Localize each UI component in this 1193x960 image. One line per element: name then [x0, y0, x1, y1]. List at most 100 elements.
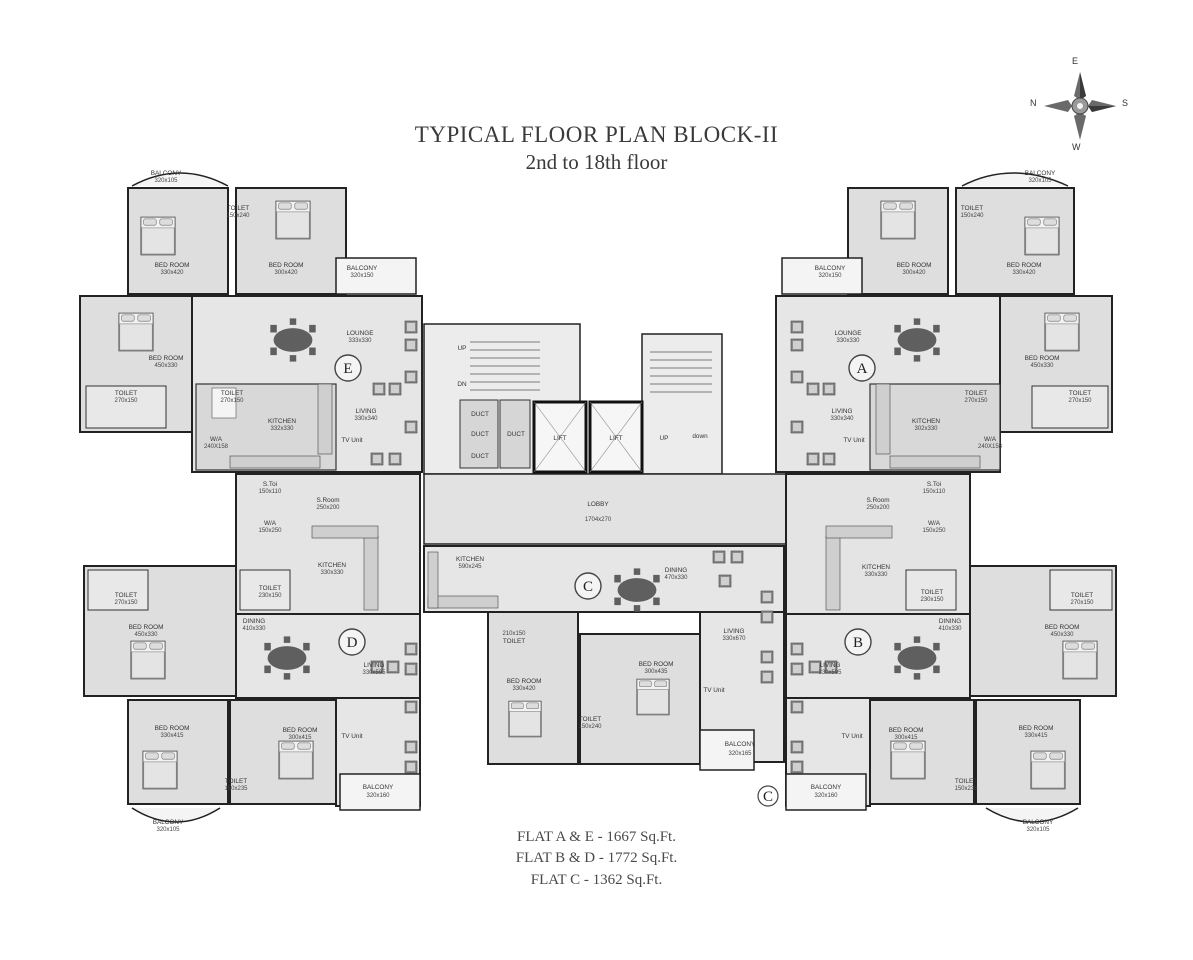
toilet-dim: 150x235	[224, 786, 248, 792]
living-label: LIVING	[364, 662, 385, 669]
bed-room-dim: 300x415	[894, 735, 918, 741]
flat-e-plan	[79, 172, 423, 473]
tv-unit-label: TV Unit	[843, 437, 865, 444]
stair-down-label: down	[692, 433, 708, 440]
bed-room-label: BED ROOM	[1019, 725, 1054, 732]
bed-room-dim: 330x415	[1024, 733, 1048, 739]
bed-room-dim: 300x435	[644, 669, 668, 675]
balcony-dim: 320x150	[350, 273, 374, 279]
bed-room-dim: 300x420	[902, 270, 926, 276]
bed-room-label: BED ROOM	[155, 725, 190, 732]
toilet-dim: 270x150	[964, 398, 988, 404]
flat-a-letter: A	[857, 361, 868, 377]
stair-up-label: UP	[458, 345, 467, 352]
stair-down-label: DN	[457, 381, 467, 388]
flat-e-room-labels: BALCONY 320x105 TOILET 150x240 BED ROOM …	[114, 170, 378, 450]
balcony-dim: 320x105	[1026, 827, 1050, 833]
s-room-dim: 250x200	[866, 505, 890, 511]
wa-label: W/A	[210, 436, 223, 443]
toilet-dim: 270x150	[1070, 600, 1094, 606]
flat-b-letter: B	[853, 635, 863, 651]
bed-room-label: BED ROOM	[639, 661, 674, 668]
s-toilet-dim: 150x110	[259, 489, 282, 495]
wa-dim: 240X158	[978, 444, 1003, 450]
balcony-dim: 320x105	[156, 827, 180, 833]
balcony-dim: 320x150	[818, 273, 842, 279]
toilet-dim: 270x150	[114, 398, 138, 404]
flat-d-letter: D	[347, 635, 358, 651]
bed-room-label: BED ROOM	[1045, 624, 1080, 631]
toilet-label: TOILET	[961, 205, 983, 212]
toilet-dim: 150x235	[954, 786, 978, 792]
bed-room-label: BED ROOM	[149, 355, 184, 362]
kitchen-dim: 330x330	[320, 570, 344, 576]
toilet-label: TOILET	[115, 592, 137, 599]
bed-room-dim: 330x420	[160, 270, 184, 276]
living-label: LIVING	[820, 662, 841, 669]
wa-label: W/A	[928, 520, 941, 527]
bed-room-dim: 300x415	[288, 735, 312, 741]
wa-dim: 240X158	[204, 444, 229, 450]
balcony-dim: 320x160	[366, 793, 390, 799]
balcony-label: BALCONY	[153, 819, 184, 826]
flat-area-c: FLAT C - 1362 Sq.Ft.	[530, 872, 663, 888]
toilet-label: TOILET	[221, 390, 243, 397]
duct-label: DUCT	[471, 431, 489, 438]
flat-c-plan	[423, 545, 785, 771]
kitchen-dim: 302x330	[914, 426, 938, 432]
bed-room-label: BED ROOM	[897, 262, 932, 269]
lounge-label: LOUNGE	[347, 330, 374, 337]
core-plan	[423, 323, 821, 545]
toilet-label: TOILET	[503, 638, 525, 645]
living-dim: 330x340	[354, 416, 378, 422]
lift-label: LIFT	[609, 435, 622, 442]
s-toilet-label: S.Toi	[263, 481, 277, 488]
toilet-label: TOILET	[1069, 390, 1091, 397]
flat-b-marker: B	[844, 628, 872, 656]
compass-n-label: N	[1030, 98, 1037, 108]
bed-room-dim: 450x330	[154, 363, 178, 369]
tv-unit-label: TV Unit	[341, 733, 363, 740]
s-toilet-label: S.Toi	[927, 481, 941, 488]
lounge-dim: 333x330	[348, 338, 372, 344]
plan-subtitle: 2nd to 18th floor	[525, 150, 668, 174]
flat-b-plan	[785, 473, 1117, 823]
dining-label: DINING	[665, 567, 687, 574]
s-room-label: S.Room	[316, 497, 339, 504]
flat-c-room-labels: KITCHEN 590x245 DINING 470x330 LIVING 33…	[456, 556, 756, 757]
dining-dim: 470x330	[664, 575, 688, 581]
stair-up-label: UP	[660, 435, 669, 442]
flat-e-marker: E	[334, 354, 362, 382]
living-label: LIVING	[356, 408, 377, 415]
bed-room-label: BED ROOM	[283, 727, 318, 734]
balcony-label: BALCONY	[1023, 819, 1054, 826]
flat-a-marker: A	[848, 354, 876, 382]
bed-room-dim: 330x415	[160, 733, 184, 739]
bed-room-dim: 450x330	[1030, 363, 1054, 369]
toilet-label: TOILET	[225, 778, 247, 785]
bed-room-label: BED ROOM	[155, 262, 190, 269]
tv-unit-label: TV Unit	[703, 687, 725, 694]
bed-room-label: BED ROOM	[889, 727, 924, 734]
balcony-dim: 320x105	[154, 178, 178, 184]
living-dim: 330x595	[818, 670, 842, 676]
s-toilet-dim: 150x110	[923, 489, 946, 495]
toilet-dim: 230x150	[258, 593, 282, 599]
toilet-label: TOILET	[579, 716, 601, 723]
kitchen-dim: 330x330	[864, 572, 888, 578]
balcony-label: BALCONY	[725, 741, 756, 748]
wa-label: W/A	[984, 436, 997, 443]
s-room-dim: 250x200	[316, 505, 340, 511]
toilet-label: TOILET	[227, 205, 249, 212]
kitchen-dim: 590x245	[458, 564, 482, 570]
balcony-label: BALCONY	[363, 784, 394, 791]
wa-dim: 150x250	[258, 528, 282, 534]
s-room-label: S.Room	[866, 497, 889, 504]
toilet-label: TOILET	[921, 589, 943, 596]
bed-room-dim: 330x420	[512, 686, 536, 692]
compass-s-label: S	[1122, 98, 1128, 108]
flat-area-b-d: FLAT B & D - 1772 Sq.Ft.	[515, 850, 678, 866]
toilet-dim: 210x150	[502, 631, 526, 637]
bed-room-dim: 300x420	[274, 270, 298, 276]
dining-dim: 410x330	[242, 626, 266, 632]
